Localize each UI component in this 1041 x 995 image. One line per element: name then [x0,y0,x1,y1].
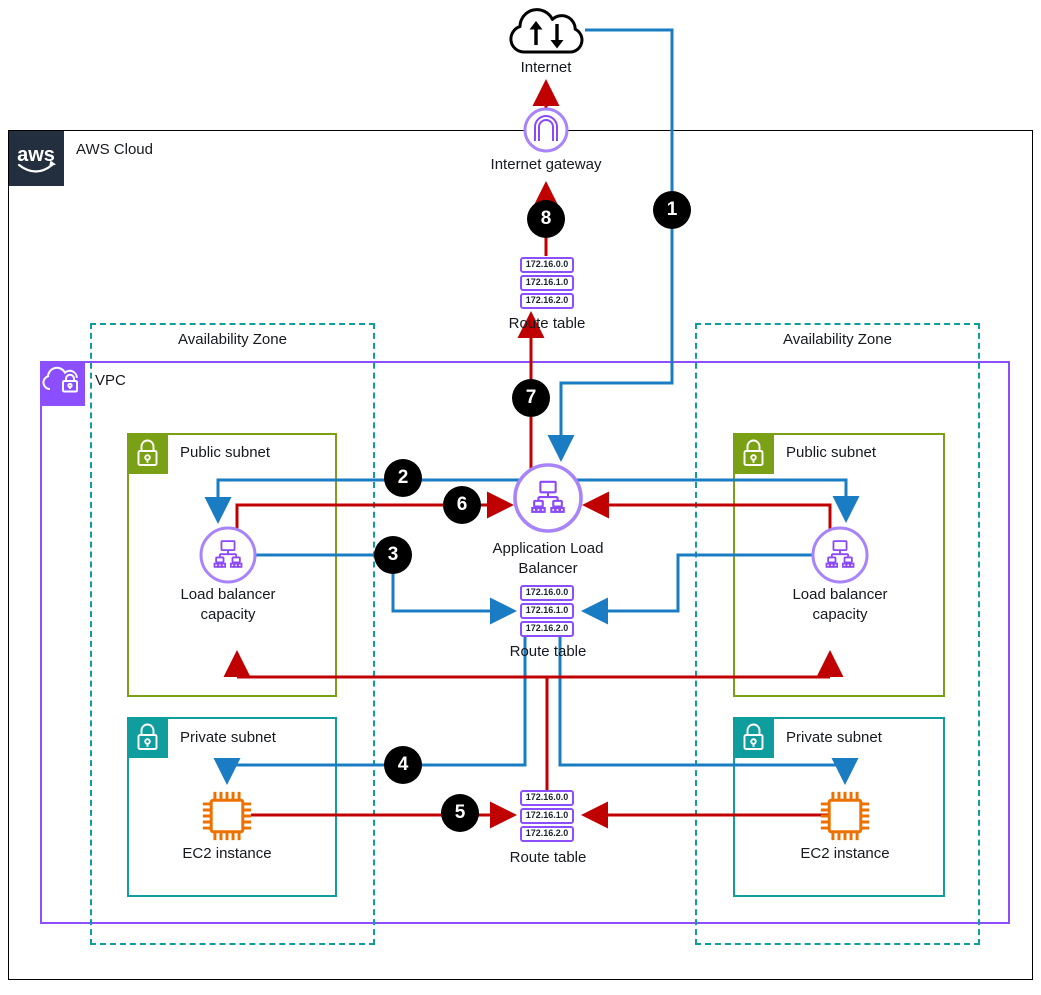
ec2-instance-icon-right [819,790,871,842]
application-load-balancer-label: Application Load Balancer [478,539,618,579]
load-balancer-capacity-right-label: Load balancer capacity [770,585,910,625]
vpc-group-box [40,361,1010,924]
ec2-instance-right-label: EC2 instance [800,845,890,862]
lock-glyph-private-right [743,723,764,750]
response-flow-lines [223,79,844,829]
flow-badge-7: 7 [512,379,550,417]
route-table-bottom: 172.16.0.0 172.16.1.0 172.16.2.0 [520,790,574,844]
route-table-middle: 172.16.0.0 172.16.1.0 172.16.2.0 [520,585,574,639]
availability-zone-left-box [90,323,375,945]
internet-cloud-icon [509,8,584,54]
public-subnet-right-label: Public subnet [786,444,877,461]
label-line: Balancer [518,560,578,577]
ec2-instance-left-label: EC2 instance [182,845,272,862]
flow-routetable-response-trunk [237,675,830,790]
internet-label: Internet [520,59,572,76]
route-entry: 172.16.2.0 [520,826,574,842]
flow-4-routetable-to-ec2-right [558,637,859,785]
lock-glyph-public-left [137,439,158,466]
flow-badge-3: 3 [374,536,412,574]
route-table-top-label: Route table [508,315,586,332]
route-table-bottom-label: Route table [509,849,587,866]
load-balancer-capacity-icon-right [811,526,869,584]
load-balancer-capacity-icon-left [199,526,257,584]
aws-logo [9,131,64,186]
flow-2-alb-to-lbcapacity-right [576,478,860,523]
private-subnet-left-box [127,717,337,897]
route-entry: 172.16.2.0 [520,621,574,637]
ec2-instance-icon-left [201,790,253,842]
label-line: capacity [812,606,868,623]
flow-badge-6: 6 [443,486,481,524]
application-load-balancer-icon [513,463,583,533]
private-subnet-right-label: Private subnet [786,729,882,746]
request-flow-lines [204,28,860,785]
route-entry: 172.16.1.0 [520,275,574,291]
flow-badge-5: 5 [441,794,479,832]
route-entry: 172.16.1.0 [520,808,574,824]
internet-gateway-label: Internet gateway [490,156,602,173]
aws-cloud-label: AWS Cloud [76,141,153,158]
load-balancer-capacity-left-label: Load balancer capacity [158,585,298,625]
flow-badge-1: 1 [653,191,691,229]
flow-6-lbcapacity-to-alb-left [235,491,514,530]
public-subnet-left-box [127,433,337,697]
flow-6-lbcapacity-to-alb-right [582,491,832,530]
internet-gateway-icon [523,107,569,153]
route-entry: 172.16.1.0 [520,603,574,619]
lock-glyph-private-left [137,723,158,750]
route-entry: 172.16.0.0 [520,585,574,601]
flow-badge-8: 8 [527,200,565,238]
availability-zone-right-box [695,323,980,945]
label-line: Load balancer [792,586,888,603]
route-entry: 172.16.0.0 [520,790,574,806]
flow-badge-4: 4 [384,746,422,784]
flow-1-internet-to-alb [547,28,674,462]
route-table-middle-label: Route table [509,643,587,660]
label-line: capacity [200,606,256,623]
route-entry: 172.16.2.0 [520,293,574,309]
aws-logo-text: aws [17,144,55,166]
aws-cloud-group-box [8,130,1033,980]
aws-logo-glyph: aws [17,144,56,173]
availability-zone-left-label: Availability Zone [178,331,287,348]
label-line: Load balancer [180,586,276,603]
flow-3-lbcapacity-to-routetable-right [581,553,813,625]
label-line: Application Load [492,540,604,557]
route-table-top: 172.16.0.0 172.16.1.0 172.16.2.0 [520,257,574,311]
availability-zone-right-label: Availability Zone [783,331,892,348]
public-subnet-left-label: Public subnet [180,444,271,461]
private-subnet-right-box [733,717,945,897]
flow-badge-2: 2 [384,459,422,497]
public-subnet-right-box [733,433,945,697]
vpc-cloud-lock-glyph [42,366,78,393]
route-entry: 172.16.0.0 [520,257,574,273]
flow-3-lbcapacity-to-routetable-left [255,553,517,625]
private-subnet-left-label: Private subnet [180,729,276,746]
lock-glyph-public-right [743,439,764,466]
flow-4-routetable-to-ec2-left [213,637,527,785]
vpc-label: VPC [95,372,126,389]
